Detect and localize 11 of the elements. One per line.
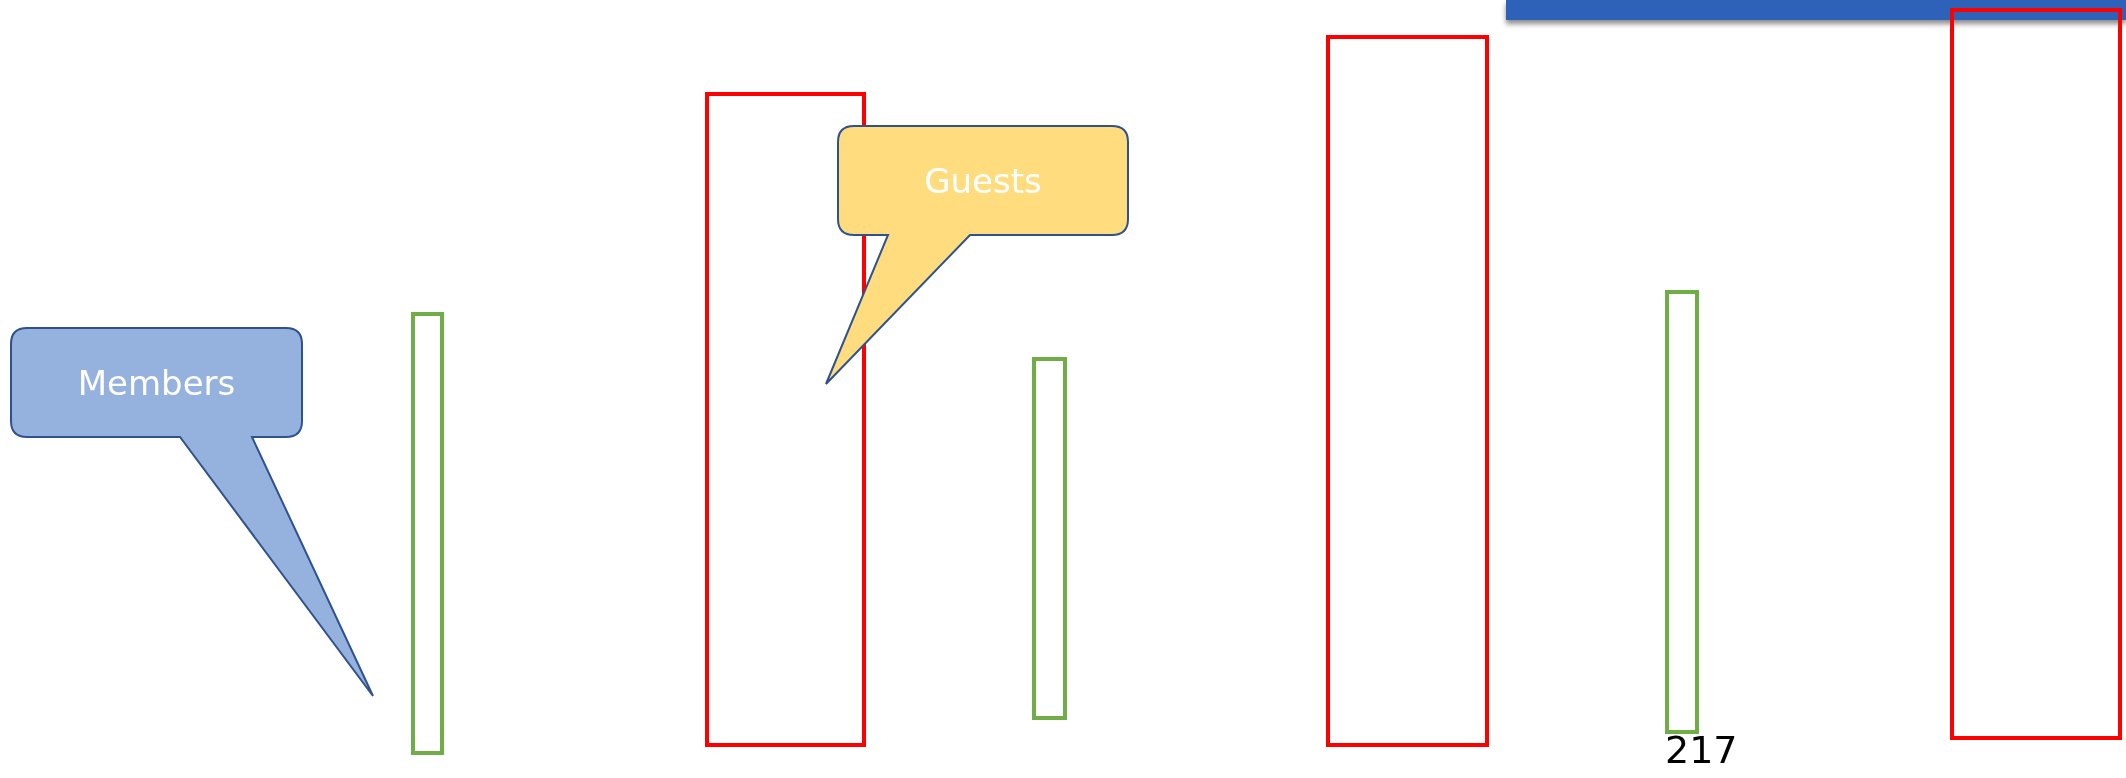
- speech-callout: [826, 126, 1129, 385]
- highlight-frame: [1950, 8, 2122, 740]
- header-bar: [1506, 0, 2126, 20]
- callout-text: Guests: [923, 160, 1043, 201]
- page-number: 217: [1665, 728, 1738, 772]
- speech-callout: [11, 328, 373, 697]
- highlight-frame: [1032, 357, 1067, 720]
- highlight-frame: [411, 312, 444, 755]
- highlight-frame: [1326, 35, 1489, 747]
- callout-text: Members: [76, 362, 237, 403]
- highlight-frame: [1665, 290, 1699, 734]
